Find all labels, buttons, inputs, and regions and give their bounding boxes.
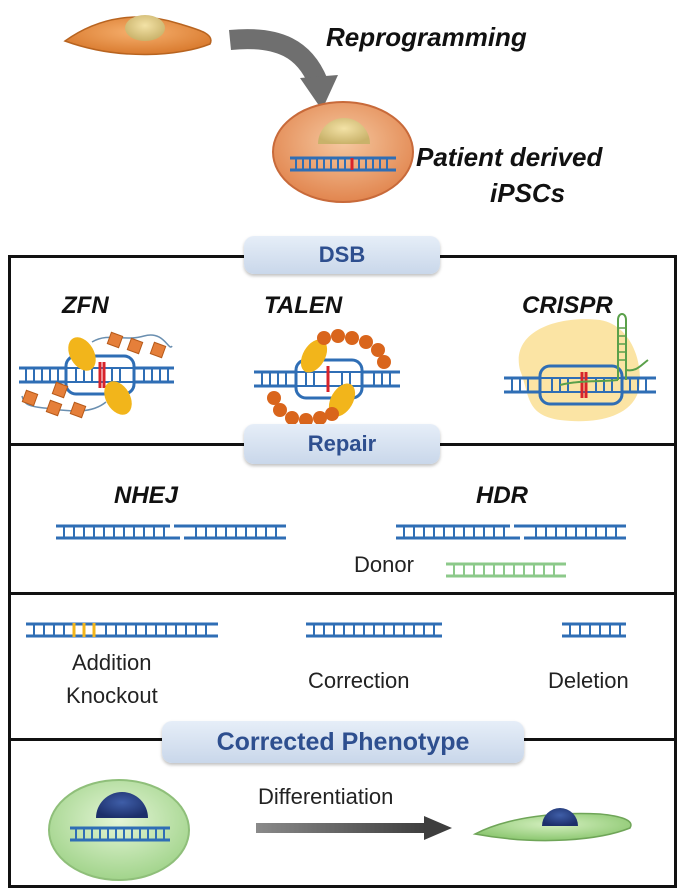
correction-dna-icon xyxy=(306,622,442,638)
nhej-broken-dna-icon xyxy=(56,524,286,540)
hdr-broken-dna-icon xyxy=(396,524,626,540)
knockout-label: Knockout xyxy=(66,683,158,708)
dsb-banner: DSB xyxy=(244,236,440,274)
zfn-nuclease-icon xyxy=(19,331,174,419)
deletion-dna-icon xyxy=(562,622,626,638)
corrected-phenotype-banner: Corrected Phenotype xyxy=(162,721,524,763)
ipsc-label-line2: iPSCs xyxy=(490,178,566,208)
dna-with-mutation-icon xyxy=(290,156,396,172)
ipsc-cell xyxy=(272,101,414,203)
differentiated-cell xyxy=(472,808,632,842)
divider-repair-outcomes xyxy=(8,592,677,595)
crispr-cas9-icon xyxy=(504,313,656,422)
method-crispr-label: CRISPR xyxy=(522,292,613,319)
talen-nuclease-icon xyxy=(254,329,400,427)
corrected-ipsc-cell xyxy=(48,779,190,881)
method-zfn-label: ZFN xyxy=(62,292,109,319)
reprogramming-label: Reprogramming xyxy=(326,22,527,52)
addition-label: Addition xyxy=(72,650,152,675)
method-talen-label: TALEN xyxy=(264,292,343,319)
hdr-label: HDR xyxy=(476,482,528,509)
donor-dna-icon xyxy=(446,562,566,578)
repair-banner: Repair xyxy=(244,424,440,464)
donor-label: Donor xyxy=(354,552,414,577)
reprogramming-arrow xyxy=(229,29,338,110)
nhej-label: NHEJ xyxy=(114,482,179,509)
deletion-label: Deletion xyxy=(548,668,629,693)
ipsc-label-line1: Patient derived xyxy=(416,142,603,172)
differentiation-arrow xyxy=(256,816,452,840)
patient-fibroblast-cell xyxy=(63,15,212,56)
correction-label: Correction xyxy=(308,668,410,693)
differentiation-label: Differentiation xyxy=(258,784,394,809)
addition-dna-icon xyxy=(26,622,218,638)
